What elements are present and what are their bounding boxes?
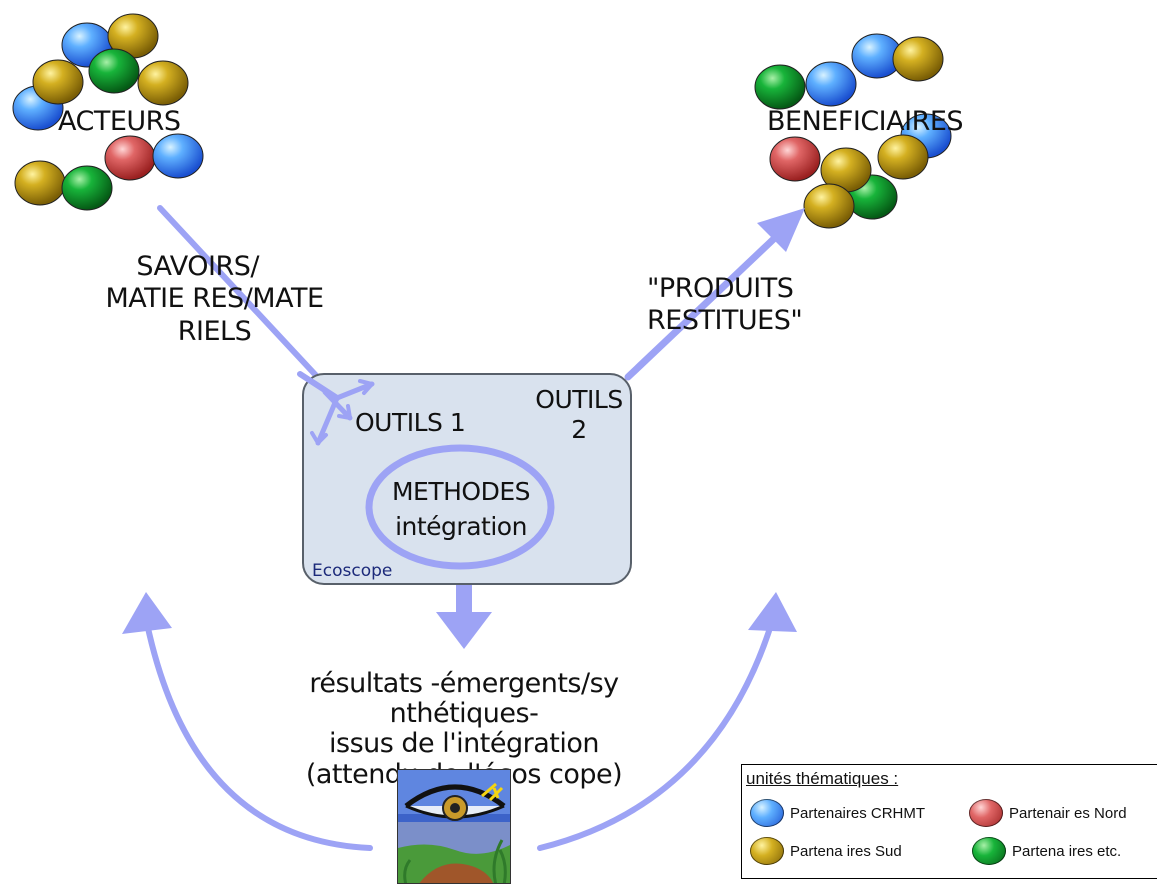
results-line2: issus de l'intégration [329,728,599,760]
ball-gold [803,183,855,229]
tools2-label-line2: 2 [571,415,587,444]
gold-ball-icon [750,837,784,865]
legend-item-label: Partena ires Sud [790,842,902,860]
legend-item-label: Partenaires CRHMT [790,804,926,822]
blue-ball-icon [750,799,784,827]
ball-green [754,64,806,110]
outputs-label-line1: "PRODUITS [647,273,794,304]
ball-red [104,135,156,181]
results-line1: résultats -émergents/sy nthétiques- [309,668,619,730]
methods-label: METHODES intégration [380,474,542,544]
beneficiaries-cluster [754,33,952,229]
legend-item-label: Partenair es Nord [1009,804,1127,822]
legend: unités thématiques : Partenaires CRHMT P… [741,764,1157,879]
legend-title: unités thématiques : [746,769,899,788]
red-ball-icon [969,799,1003,827]
legend-item-nord: Partenair es Nord [969,799,1127,827]
ball-gold [137,60,189,106]
inputs-label-line1: SAVOIRS/ [136,251,259,282]
outputs-label: "PRODUITS RESTITUES" [647,273,803,338]
legend-item-crhmt: Partenaires CRHMT [750,799,925,827]
ball-green [88,48,140,94]
ball-green [61,165,113,211]
actors-cluster [12,13,204,211]
ball-gold [877,134,929,180]
results-label: résultats -émergents/sy nthétiques- issu… [258,668,670,790]
outputs-label-line2: RESTITUES" [647,305,803,337]
ball-blue [152,133,204,179]
methods-label-line2: intégration [395,512,527,541]
actors-label: ACTEURS [58,106,181,137]
inputs-label-line2: MATIE RES/MATE RIELS [105,283,324,347]
output-arrow [624,208,805,381]
legend-item-label: Partena ires etc. [1012,842,1122,860]
feedback-arrow-left [122,592,373,851]
legend-item-etc: Partena ires etc. [972,837,1121,865]
green-ball-icon [972,837,1006,865]
beneficiaries-label: BENEFICIAIRES [767,106,964,137]
ball-gold [14,160,66,206]
ball-blue [805,61,857,107]
ecoscope-eye-image [397,769,511,884]
ecoscope-box-label: Ecoscope [312,561,393,581]
ball-red [769,136,821,182]
tools2-label-line1: OUTILS [535,385,623,414]
tools1-label: OUTILS 1 [355,408,466,437]
inputs-label: SAVOIRS/ MATIE RES/MATE RIELS [82,251,347,348]
tools2-label: OUTILS 2 [534,385,624,445]
legend-item-sud: Partena ires Sud [750,837,902,865]
ball-gold [892,36,944,82]
feedback-arrow-right [537,592,797,851]
methods-label-line1: METHODES [391,477,531,506]
ball-gold [32,59,84,105]
